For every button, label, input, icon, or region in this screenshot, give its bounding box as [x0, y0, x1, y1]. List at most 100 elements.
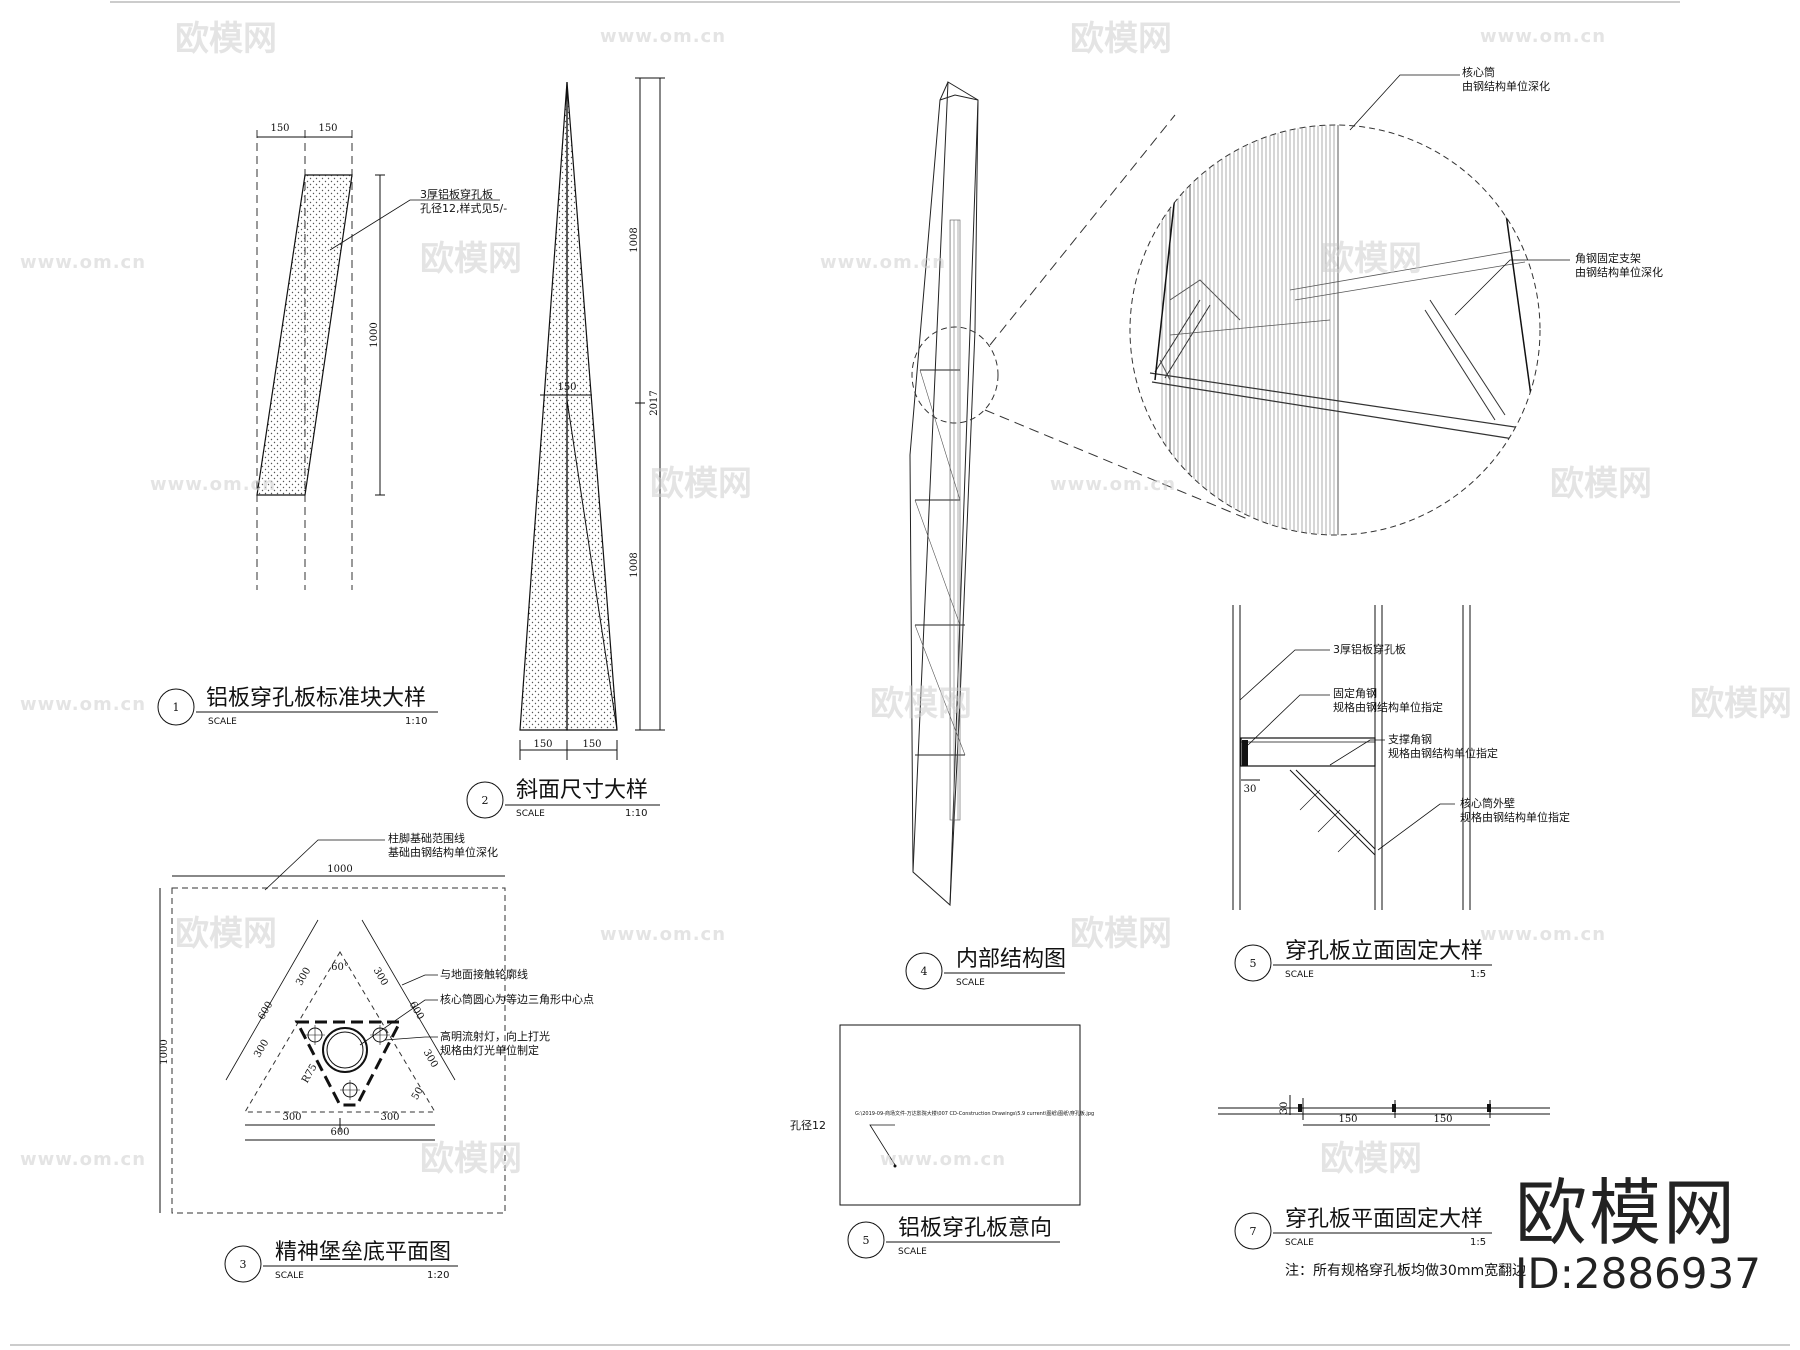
detail-4-internal-structure	[909, 81, 1251, 907]
d5-note-wall-line2: 规格由钢结构单位指定	[1460, 810, 1570, 824]
svg-text:欧模网: 欧模网	[175, 914, 277, 954]
d3-dim-e5: 300	[371, 966, 390, 988]
d4-note-core-line2: 由钢结构单位深化	[1462, 79, 1550, 93]
d3-note-top-line2: 基础由钢结构单位深化	[388, 845, 498, 859]
d7-dim-150b: 150	[1433, 1114, 1452, 1125]
d7-footnote: 注：所有规格穿孔板均做30mm宽翻边	[1285, 1262, 1526, 1279]
svg-text:欧模网: 欧模网	[1070, 914, 1172, 954]
detail-5-elevation-fixing: 30 3厚铝板穿孔板 固定角钢 规格由钢结构单位指定 支撑角钢 规格由钢结构单位…	[1232, 605, 1570, 910]
title-block-2: 2 斜面尺寸大样 SCALE 1:10	[466, 778, 660, 819]
watermark: 欧模网 www.om.cn	[820, 239, 1422, 279]
title-5-text: 穿孔板立面固定大样	[1285, 939, 1483, 964]
title-5-ratio: 1:5	[1470, 969, 1486, 980]
watermark-layer: 欧模网 www.om.cn 欧模网 www.om.cn 欧模网 www.om.cn 欧…	[20, 19, 1792, 1179]
d3-dim-e3: 600	[256, 1000, 275, 1022]
d4-note-angle-line2: 由钢结构单位深化	[1575, 265, 1663, 279]
svg-text:www.om.cn: www.om.cn	[1480, 26, 1606, 47]
detail-3-base-plan: 1000 1000 60° 300 300 600 600 300 300 R7…	[159, 831, 594, 1214]
d1-dim-top-a: 150	[270, 123, 289, 134]
title-3-number: 3	[240, 1258, 247, 1271]
svg-text:www.om.cn: www.om.cn	[20, 694, 146, 715]
title-2-number: 2	[482, 794, 489, 807]
title-1-number: 1	[173, 701, 180, 714]
title-4-scale: SCALE	[956, 978, 985, 988]
d3-note-a: 与地面接触轮廓线	[440, 967, 528, 981]
watermark: 欧模网 www.om.cn	[175, 19, 726, 59]
title-6-scale: SCALE	[898, 1247, 927, 1257]
d3-dim-top: 1000	[327, 864, 352, 875]
d2-dim-upper: 1008	[629, 227, 640, 252]
svg-text:www.om.cn: www.om.cn	[600, 26, 726, 47]
d6-file-path: G:\2019-09-商场文件-万达影院大楼\007 CD-Constructi…	[855, 1110, 1094, 1117]
title-6-number: 5	[863, 1234, 870, 1247]
d5-note-fix-line1: 固定角钢	[1333, 686, 1377, 700]
model-id: ID:2886937	[1515, 1249, 1761, 1298]
d3-note-top-line1: 柱脚基础范围线	[388, 831, 465, 845]
title-block-1: 1 铝板穿孔板标准块大样 SCALE 1:10	[157, 686, 438, 727]
d3-dim-b3: 600	[330, 1127, 349, 1138]
d5-note-sup-line2: 规格由钢结构单位指定	[1388, 746, 1498, 760]
d2-dim-lower: 1008	[629, 552, 640, 577]
watermark: 欧模网 www.om.cn	[1050, 464, 1652, 504]
d5-dim: 30	[1244, 784, 1257, 795]
d3-dim-left: 1000	[159, 1039, 170, 1064]
d5-note-panel: 3厚铝板穿孔板	[1333, 642, 1406, 656]
d7-dim-30: 30	[1279, 1102, 1290, 1115]
d1-note-line2: 孔径12,样式见5/-	[420, 201, 507, 215]
svg-text:欧模网: 欧模网	[1320, 239, 1422, 279]
title-3-scale: SCALE	[275, 1271, 304, 1281]
title-2-text: 斜面尺寸大样	[516, 778, 648, 803]
svg-text:www.om.cn: www.om.cn	[1050, 474, 1176, 495]
title-3-text: 精神堡垒底平面图	[275, 1240, 451, 1265]
svg-text:欧模网: 欧模网	[650, 464, 752, 504]
title-block-5: 5 穿孔板立面固定大样 SCALE 1:5	[1234, 939, 1492, 982]
d3-dim-angle: 60°	[331, 962, 349, 973]
title-block-6: 5 铝板穿孔板意向 SCALE	[847, 1216, 1060, 1259]
title-4-number: 4	[921, 965, 928, 978]
svg-text:www.om.cn: www.om.cn	[880, 1149, 1006, 1170]
d3-dim-e2: 300	[252, 1038, 271, 1060]
d1-dim-height: 1000	[369, 322, 380, 347]
title-6-text: 铝板穿孔板意向	[898, 1216, 1052, 1241]
d1-panel-shape	[256, 174, 353, 496]
d3-note-c-line2: 规格由灯光单位制定	[440, 1043, 539, 1057]
d5-note-sup-line1: 支撑角钢	[1388, 732, 1432, 746]
detail-1-perforated-panel-block: 150 150 1000 3厚铝板穿孔板 孔径12,样式见5/-	[256, 123, 507, 590]
svg-text:www.om.cn: www.om.cn	[600, 924, 726, 945]
detail-2-slope-dimension: 150 1008 1008 2017 150 150	[519, 77, 665, 760]
title-block-4: 4 内部结构图 SCALE	[905, 947, 1066, 990]
d3-dim-e1: 300	[294, 966, 313, 988]
d3-dim-small: 50	[410, 1085, 426, 1102]
title-7-ratio: 1:5	[1470, 1237, 1486, 1248]
title-7-scale: SCALE	[1285, 1238, 1314, 1248]
title-7-number: 7	[1250, 1225, 1257, 1238]
title-5-number: 5	[1250, 957, 1257, 970]
title-2-ratio: 1:10	[625, 808, 647, 819]
d2-dim-base-a: 150	[533, 739, 552, 750]
svg-text:欧模网: 欧模网	[1690, 684, 1792, 724]
title-4-text: 内部结构图	[956, 947, 1066, 972]
detail-4-zoom-circle: 核心筒 由钢结构单位深化 角钢固定支架 由钢结构单位深化	[1129, 65, 1663, 536]
title-1-scale: SCALE	[208, 717, 237, 727]
d1-dim-top-b: 150	[318, 123, 337, 134]
d5-note-wall-line1: 核心筒外壁	[1460, 796, 1515, 810]
svg-text:欧模网: 欧模网	[175, 19, 277, 59]
title-7-text: 穿孔板平面固定大样	[1285, 1207, 1483, 1232]
d3-note-c-line1: 高明流射灯，向上打光	[440, 1029, 550, 1043]
title-block-3: 3 精神堡垒底平面图 SCALE 1:20	[224, 1240, 458, 1283]
title-3-ratio: 1:20	[427, 1270, 449, 1281]
svg-text:欧模网: 欧模网	[1550, 464, 1652, 504]
svg-text:www.om.cn: www.om.cn	[820, 252, 946, 273]
detail-6-perforated-intent: G:\2019-09-商场文件-万达影院大楼\007 CD-Constructi…	[790, 1024, 1094, 1206]
detail-7-plan-fixing: 30 150 150	[1218, 1095, 1550, 1126]
d7-dim-150a: 150	[1338, 1114, 1357, 1125]
d3-dim-e6: 300	[421, 1048, 440, 1070]
svg-text:欧模网: 欧模网	[420, 239, 522, 279]
d2-dim-total: 2017	[649, 390, 660, 415]
d2-dim-mid: 150	[557, 382, 576, 393]
